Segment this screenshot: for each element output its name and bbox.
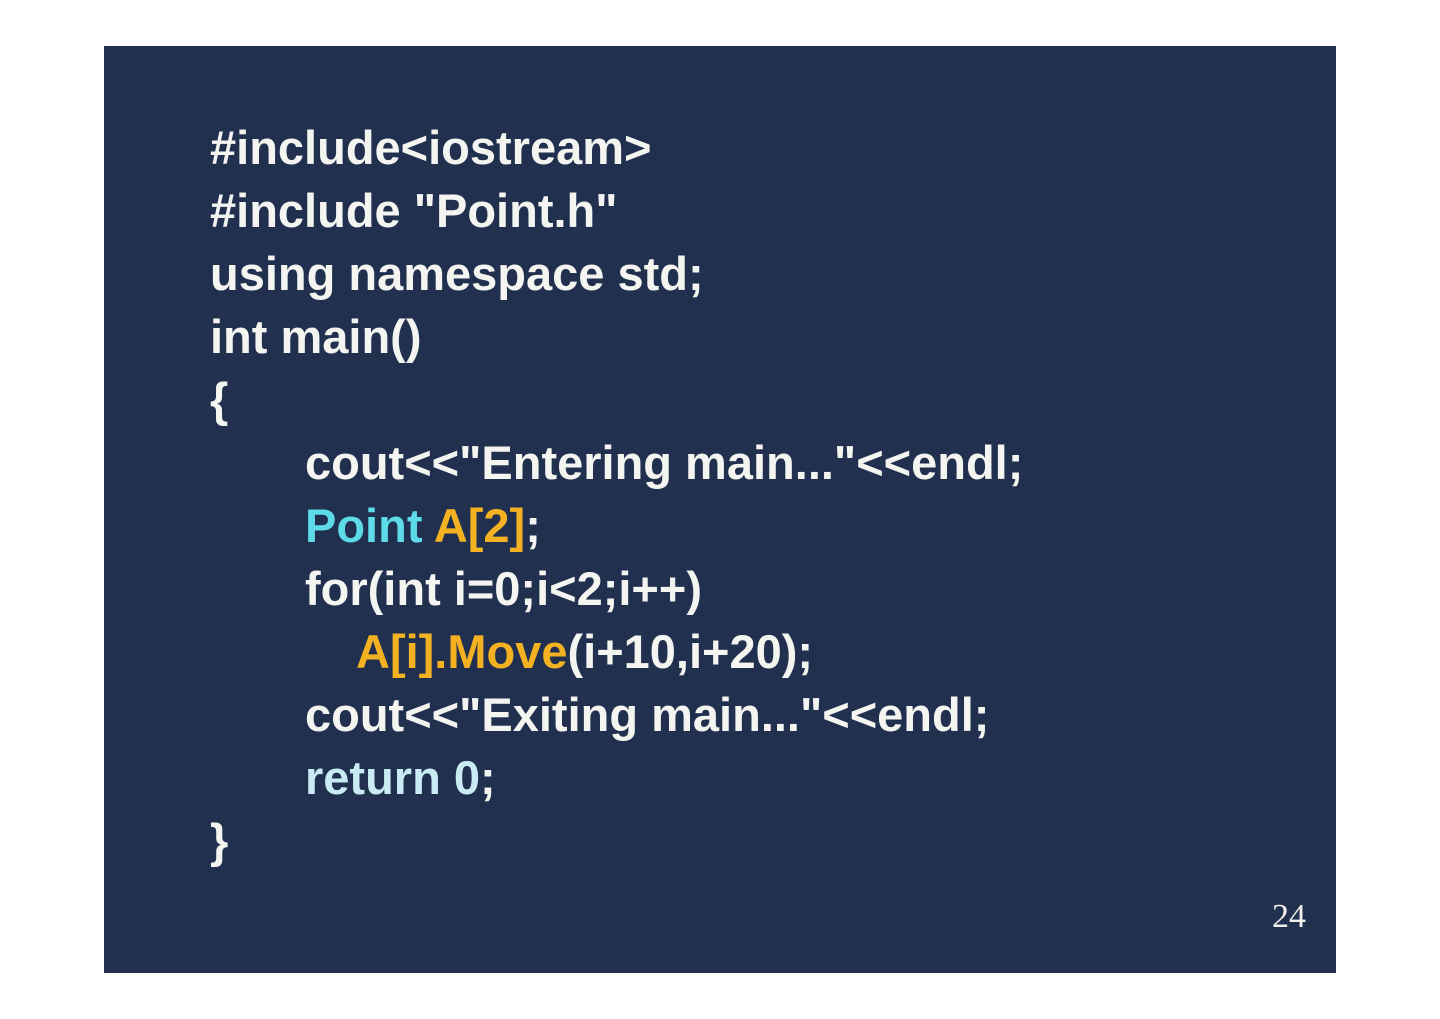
- code-line: A[i].Move(i+10,i+20);: [210, 620, 1023, 683]
- code-segment: [422, 499, 433, 552]
- code-line: {: [210, 368, 1023, 431]
- code-line: return 0;: [210, 746, 1023, 809]
- code-segment: A[i].Move: [356, 625, 568, 678]
- page-number: 24: [1272, 898, 1306, 935]
- code-segment: for(int i=0;i<2;i++): [305, 562, 702, 615]
- code-line: #include<iostream>: [210, 116, 1023, 179]
- code-segment: cout<<"Entering main..."<<endl;: [305, 436, 1024, 489]
- code-segment: return 0: [305, 751, 480, 804]
- code-segment: {: [210, 373, 229, 426]
- code-line: }: [210, 809, 1023, 872]
- code-segment: }: [210, 814, 229, 867]
- code-line: #include "Point.h": [210, 179, 1023, 242]
- code-segment: int main(): [210, 310, 422, 363]
- code-line: Point A[2];: [210, 494, 1023, 557]
- code-line: for(int i=0;i<2;i++): [210, 557, 1023, 620]
- code-segment: Point: [305, 499, 423, 552]
- code-block: #include<iostream> #include "Point.h" usin…: [210, 116, 1023, 872]
- code-line: cout<<"Entering main..."<<endl;: [210, 431, 1023, 494]
- code-line: int main(): [210, 305, 1023, 368]
- code-segment: #include "Point.h": [210, 184, 618, 237]
- code-segment: cout<<"Exiting main..."<<endl;: [305, 688, 990, 741]
- code-line: using namespace std;: [210, 242, 1023, 305]
- code-segment: #include<iostream>: [210, 121, 652, 174]
- code-segment: using namespace std;: [210, 247, 704, 300]
- code-line: cout<<"Exiting main..."<<endl;: [210, 683, 1023, 746]
- code-segment: ;: [525, 499, 541, 552]
- code-segment: (i+10,i+20);: [567, 625, 814, 678]
- slide: #include<iostream> #include "Point.h" usin…: [104, 46, 1336, 973]
- code-segment: A[2]: [433, 499, 526, 552]
- code-segment: ;: [480, 751, 496, 804]
